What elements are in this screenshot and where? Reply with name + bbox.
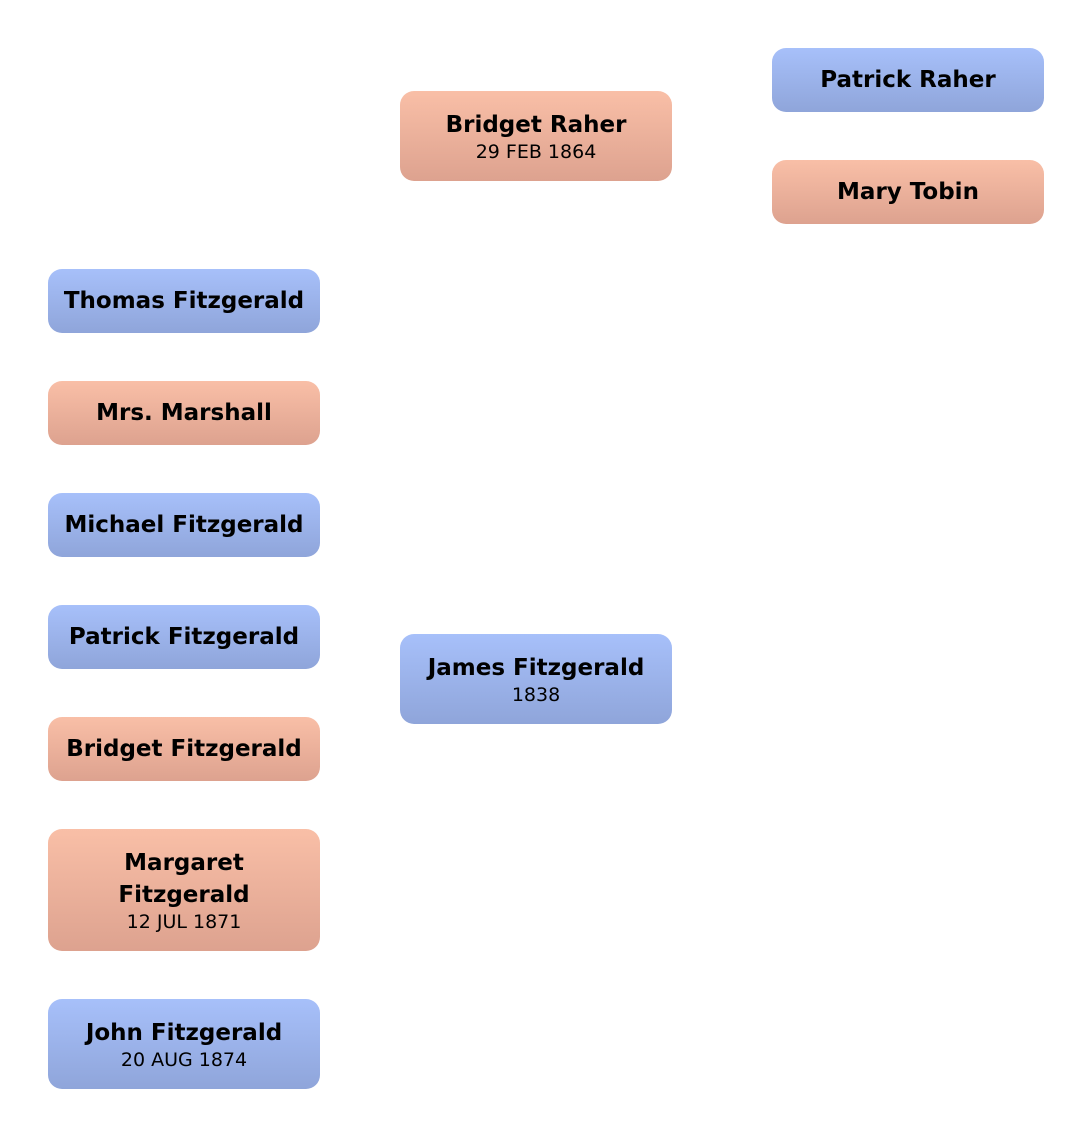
person-date: 1838: [511, 684, 561, 706]
person-name: Thomas Fitzgerald: [63, 288, 305, 314]
person-date: 29 FEB 1864: [475, 141, 597, 163]
person-card-margaret-fitzgerald[interactable]: Margaret Fitzgerald 12 JUL 1871: [48, 829, 320, 951]
person-card-thomas-fitzgerald[interactable]: Thomas Fitzgerald: [48, 269, 320, 333]
person-name: Mrs. Marshall: [96, 400, 272, 426]
person-name: John Fitzgerald: [85, 1020, 283, 1046]
person-card-patrick-raher[interactable]: Patrick Raher: [772, 48, 1044, 112]
person-name: Bridget Fitzgerald: [66, 736, 302, 762]
person-name-line-2: Fitzgerald: [118, 882, 250, 908]
person-card-john-fitzgerald[interactable]: John Fitzgerald 20 AUG 1874: [48, 999, 320, 1089]
person-card-bridget-fitzgerald[interactable]: Bridget Fitzgerald: [48, 717, 320, 781]
person-card-bridget-raher[interactable]: Bridget Raher 29 FEB 1864: [400, 91, 672, 181]
person-date: 20 AUG 1874: [120, 1049, 248, 1071]
person-date: 12 JUL 1871: [126, 911, 242, 933]
person-card-james-fitzgerald[interactable]: James Fitzgerald 1838: [400, 634, 672, 724]
person-card-mrs-marshall[interactable]: Mrs. Marshall: [48, 381, 320, 445]
person-name: Patrick Fitzgerald: [68, 624, 300, 650]
person-card-patrick-fitzgerald[interactable]: Patrick Fitzgerald: [48, 605, 320, 669]
person-name: Mary Tobin: [837, 179, 979, 205]
person-name: Bridget Raher: [445, 112, 627, 138]
person-name-line-1: Margaret: [124, 850, 244, 876]
person-name: Patrick Raher: [820, 67, 996, 93]
person-card-mary-tobin[interactable]: Mary Tobin: [772, 160, 1044, 224]
person-name: James Fitzgerald: [427, 655, 645, 681]
person-card-michael-fitzgerald[interactable]: Michael Fitzgerald: [48, 493, 320, 557]
person-name: Michael Fitzgerald: [64, 512, 304, 538]
